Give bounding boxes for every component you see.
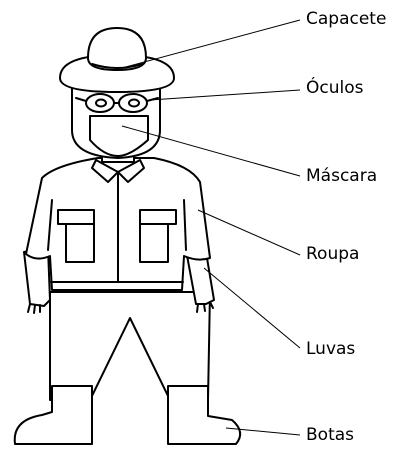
label-mascara: Máscara bbox=[306, 168, 377, 185]
label-botas: Botas bbox=[306, 427, 354, 444]
pants bbox=[50, 292, 210, 400]
label-capacete: Capacete bbox=[306, 11, 386, 28]
helmet bbox=[60, 28, 174, 92]
label-roupa: Roupa bbox=[306, 246, 359, 263]
label-oculos: Óculos bbox=[306, 80, 363, 97]
label-luvas: Luvas bbox=[306, 341, 355, 358]
left-boot bbox=[15, 386, 92, 444]
right-boot bbox=[168, 386, 240, 444]
